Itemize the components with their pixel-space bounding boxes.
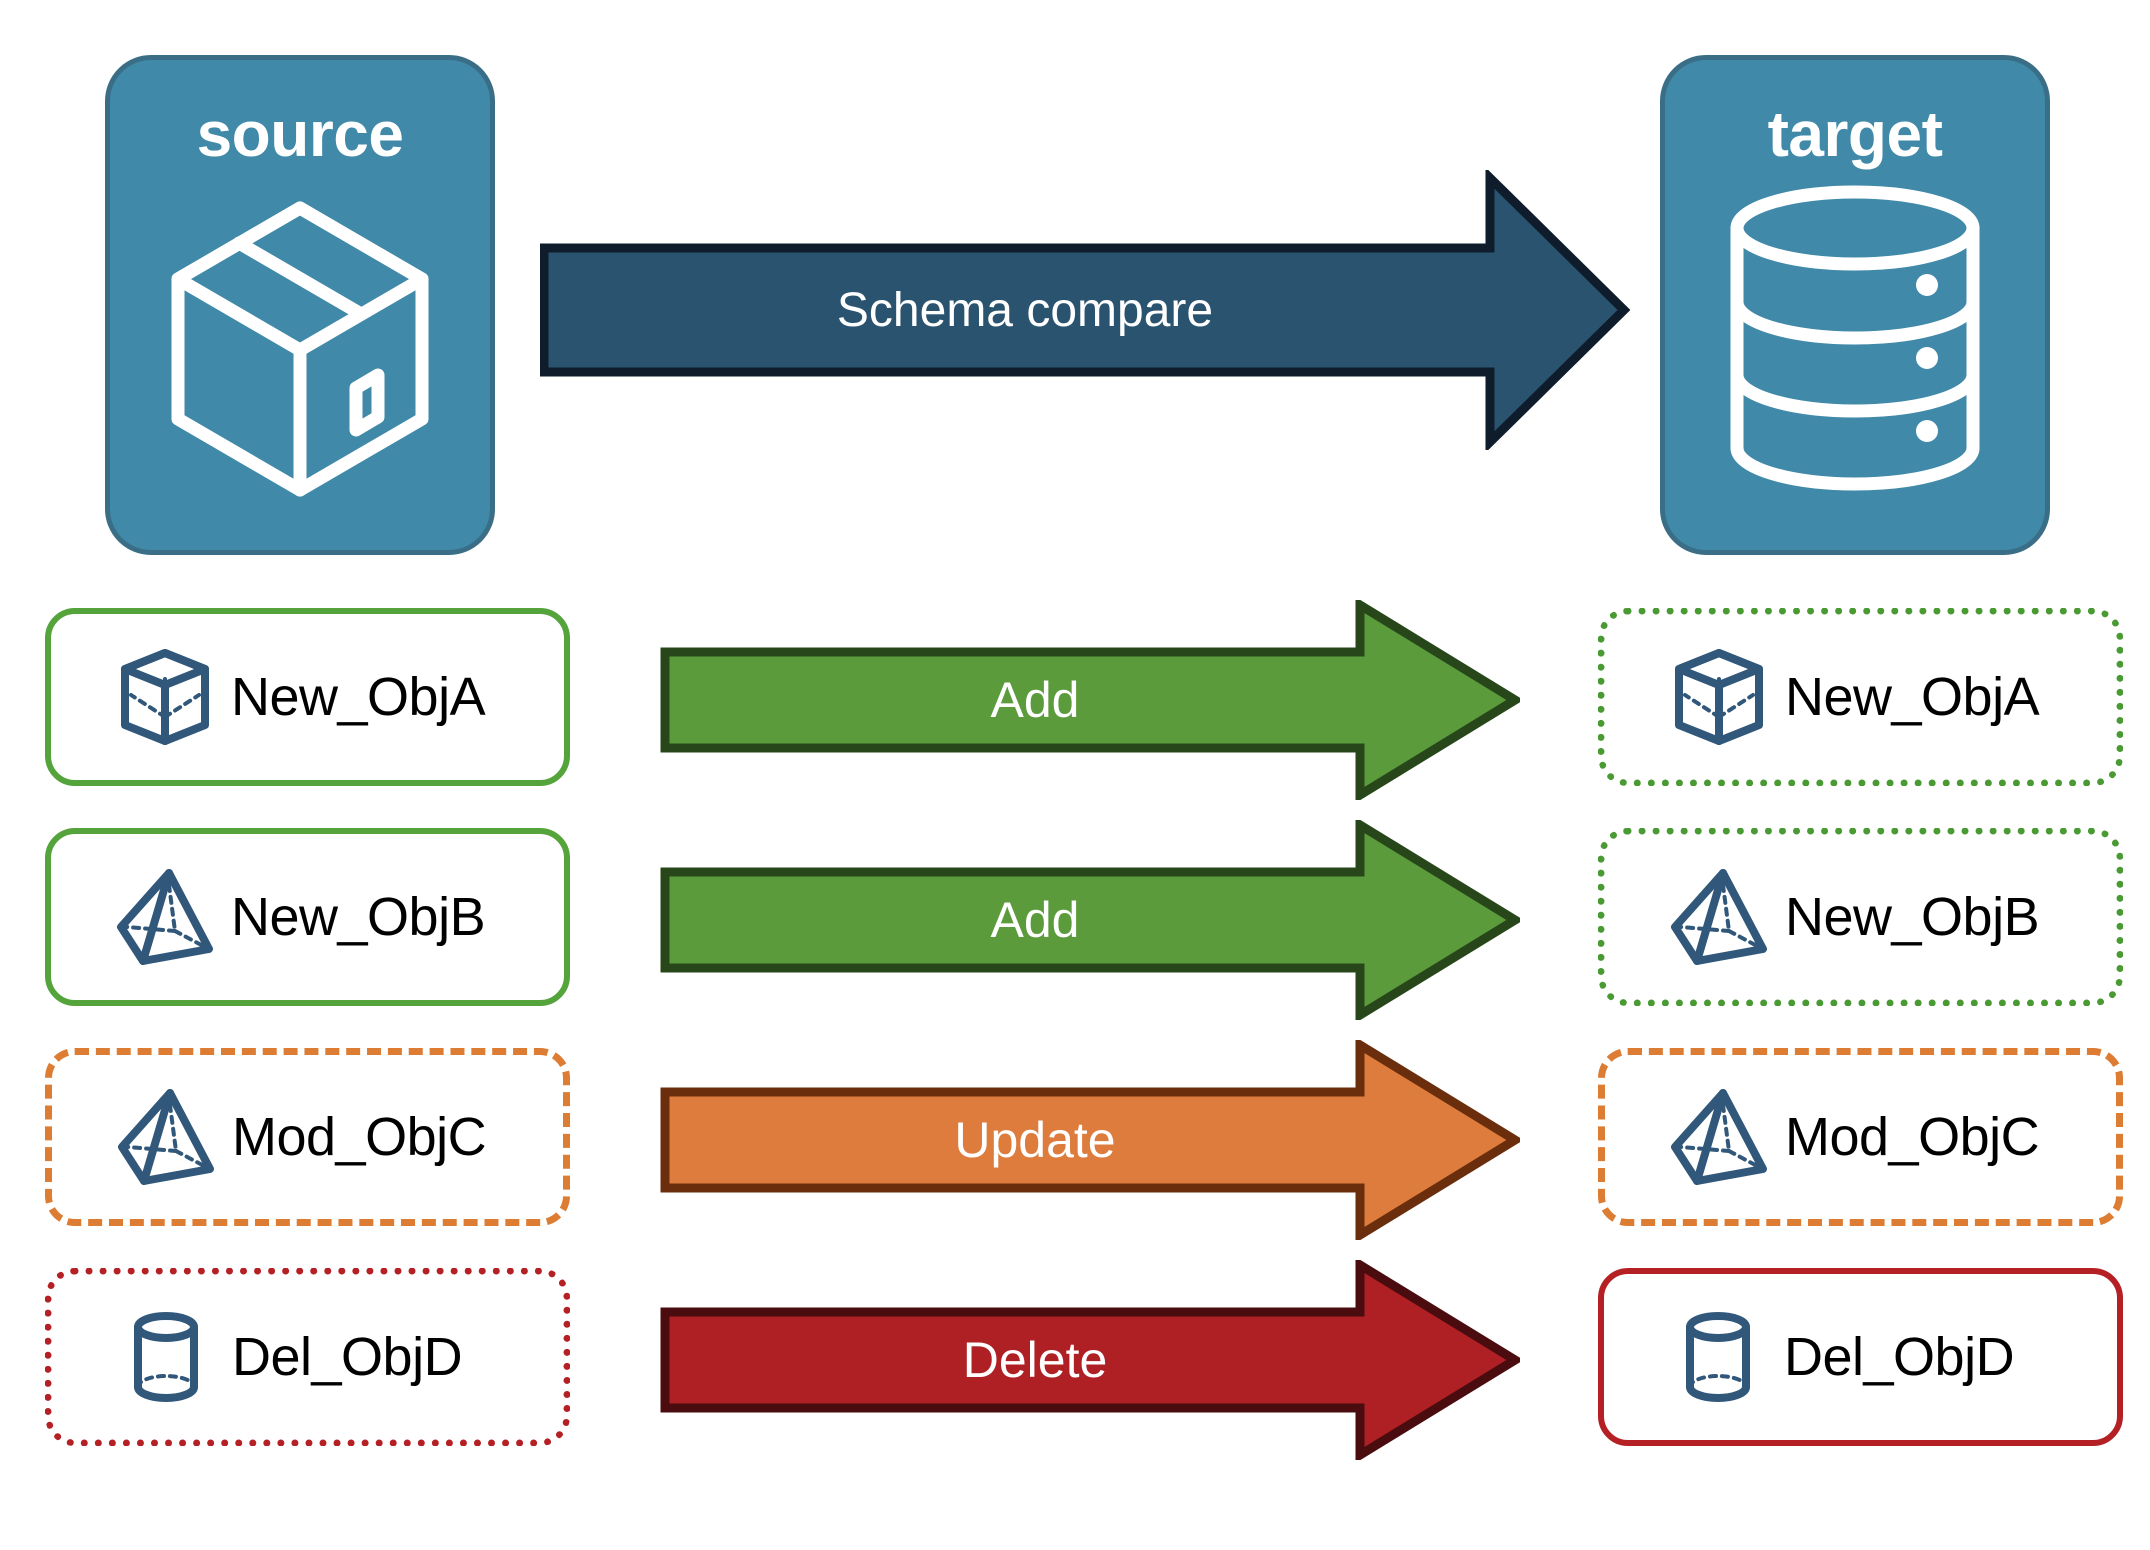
target-object-card[interactable]: New_ObjA [1598,608,2123,786]
source-object-name: Mod_ObjC [232,1107,487,1167]
source-object-name: New_ObjB [231,887,486,947]
object-row: New_ObjB Add [0,816,2150,1024]
wireframe-cube-icon [1667,645,1771,749]
wireframe-pyramid-icon [1667,1085,1771,1189]
schema-compare-arrow-shape [539,167,1631,453]
wireframe-cube-icon [113,645,217,749]
action-arrow-add[interactable]: Add [660,596,1524,804]
wireframe-cylinder-icon [114,1305,218,1409]
endpoint-source-label: source [196,98,404,170]
object-row: Del_ObjD Delete Del_ObjD [0,1256,2150,1464]
schema-compare-arrow[interactable]: Schema compare [539,167,1631,453]
wireframe-pyramid-icon [113,865,217,969]
source-object-name: New_ObjA [231,667,486,727]
wireframe-pyramid-icon [1667,865,1771,969]
action-arrow-update[interactable]: Update [660,1036,1524,1244]
source-object-card[interactable]: New_ObjB [45,828,570,1006]
database-cylinder-icon [1720,180,1990,505]
endpoint-target[interactable]: target [1660,55,2050,555]
target-object-name: New_ObjB [1785,887,2040,947]
target-object-name: Del_ObjD [1784,1327,2015,1387]
target-object-card[interactable]: Mod_ObjC [1598,1048,2123,1226]
source-object-card[interactable]: Del_ObjD [45,1268,570,1446]
wireframe-cylinder-icon [1666,1305,1770,1409]
source-object-card[interactable]: Mod_ObjC [45,1048,570,1226]
action-arrow-add[interactable]: Add [660,816,1524,1024]
action-arrow-delete[interactable]: Delete [660,1256,1524,1464]
target-object-card[interactable]: New_ObjB [1598,828,2123,1006]
endpoint-target-label: target [1767,98,1943,170]
source-object-card[interactable]: New_ObjA [45,608,570,786]
action-arrow-shape [660,1256,1524,1464]
object-row: Mod_ObjC Update [0,1036,2150,1244]
action-arrow-shape [660,1036,1524,1244]
wireframe-pyramid-icon [114,1085,218,1189]
target-object-name: Mod_ObjC [1785,1107,2040,1167]
action-arrow-shape [660,816,1524,1024]
target-object-card[interactable]: Del_ObjD [1598,1268,2123,1446]
target-object-name: New_ObjA [1785,667,2040,727]
source-object-name: Del_ObjD [232,1327,463,1387]
action-arrow-shape [660,596,1524,804]
object-row: New_ObjA Add [0,596,2150,804]
endpoint-source[interactable]: source [105,55,495,555]
package-box-icon [150,180,450,505]
